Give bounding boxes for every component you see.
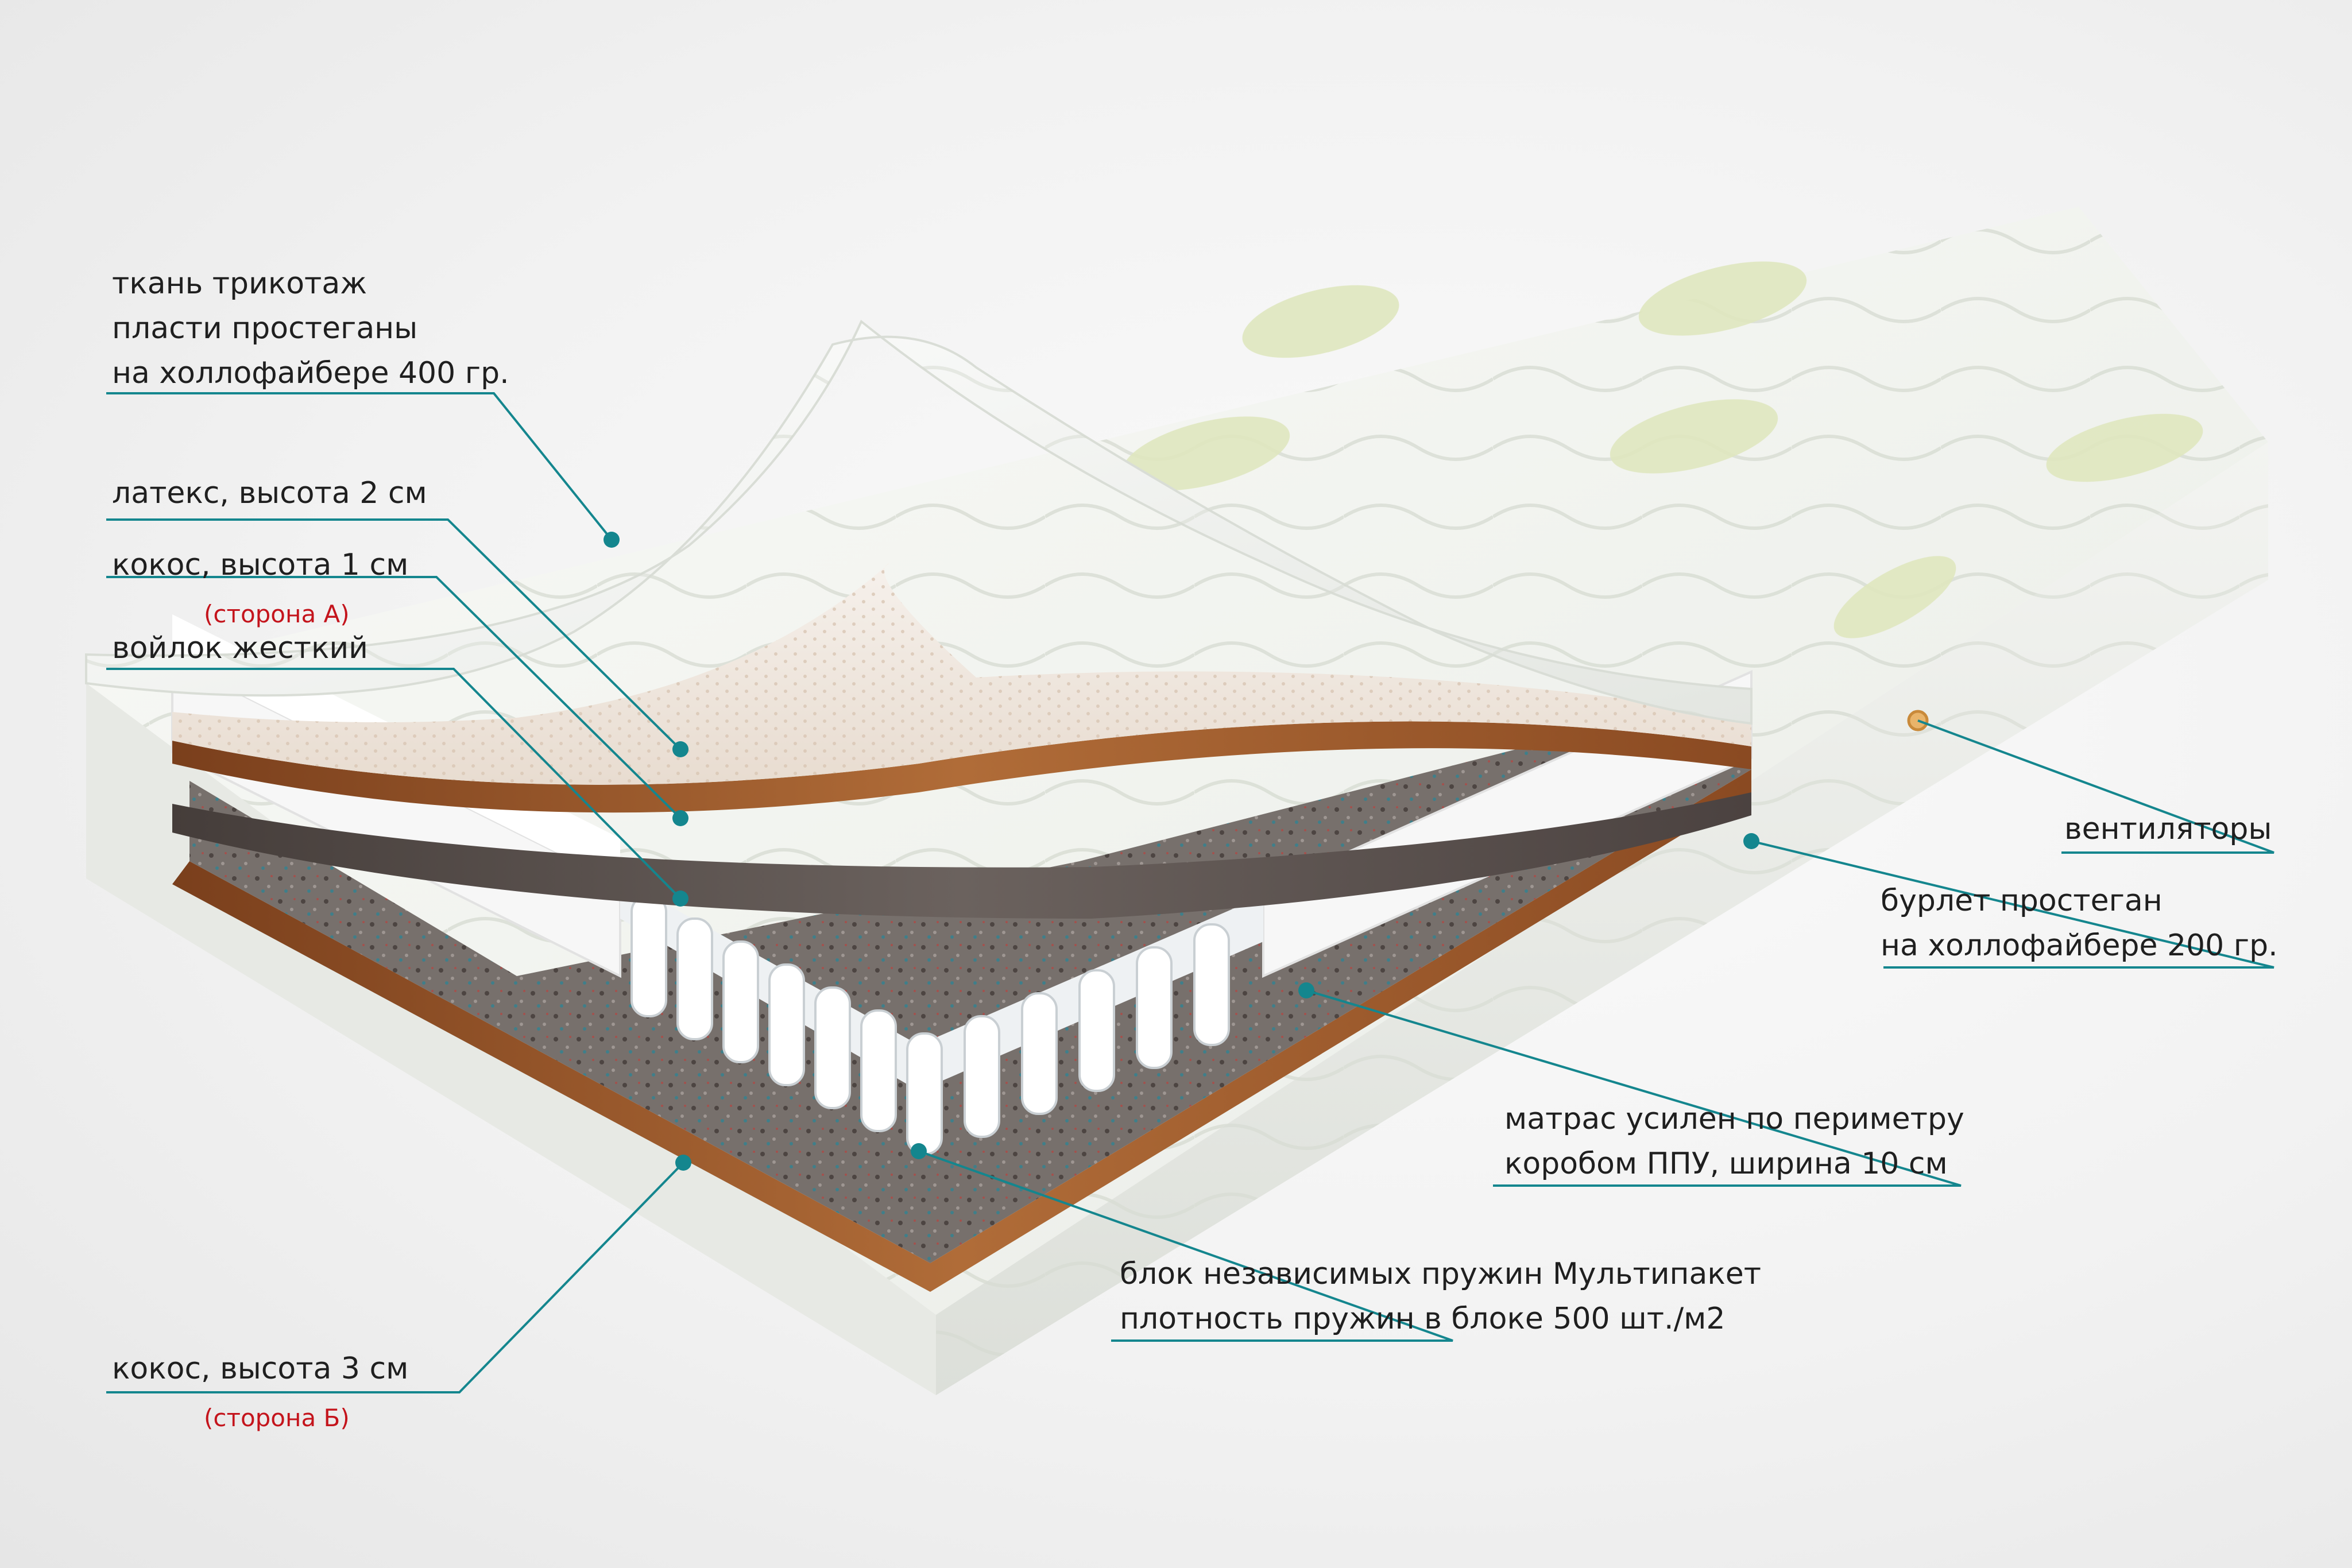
label-side-b: (сторона Б) — [204, 1401, 350, 1435]
label-felt-text: войлок жесткий — [112, 631, 368, 665]
label-border-line-2: на холлофайбере 200 гр. — [1881, 928, 2278, 963]
label-vents: вентиляторы — [2064, 807, 2272, 851]
label-coconut-bottom-text: кокос, высота 3 см — [112, 1352, 409, 1386]
label-side-a: (сторона А) — [204, 597, 350, 632]
mattress-side-right-quilting — [936, 442, 2268, 1395]
label-coconut-top-text: кокос, высота 1 см — [112, 548, 409, 582]
fabric-flap-quilting — [86, 322, 1751, 723]
leader-lines — [106, 392, 2274, 1393]
label-foam-frame: матрас усилен по периметру коробом ППУ, … — [1504, 1097, 1964, 1186]
label-springs: блок независимых пружин Мультипакет плот… — [1120, 1252, 1761, 1341]
felt-layer — [172, 792, 1751, 919]
label-felt: войлок жесткий — [112, 626, 368, 671]
label-side-b-text: (сторона Б) — [204, 1404, 350, 1432]
label-border: бурлет простеган на холлофайбере 200 гр. — [1881, 878, 2278, 968]
cutaway-coconut-bottom — [172, 769, 1751, 1292]
label-fabric-line-2: пласти простеганы — [112, 311, 418, 346]
label-border-line-1: бурлет простеган — [1881, 884, 2163, 918]
coconut-top-layer — [172, 721, 1751, 813]
label-coconut-bottom: кокос, высота 3 см — [112, 1346, 408, 1391]
label-fabric: ткань трикотаж пласти простеганы на холл… — [112, 261, 509, 396]
label-springs-line-2: плотность пружин в блоке 500 шт./м2 — [1120, 1302, 1726, 1336]
label-foam-frame-line-1: матрас усилен по периметру — [1504, 1102, 1964, 1136]
label-fabric-line-1: ткань трикотаж — [112, 266, 368, 301]
label-latex-text: латекс, высота 2 см — [112, 476, 427, 510]
leaf-prints — [1121, 261, 2203, 638]
spring-block — [620, 878, 1263, 1155]
label-vents-text: вентиляторы — [2064, 812, 2272, 846]
latex-perforation — [172, 563, 1751, 785]
label-latex: латекс, высота 2 см — [112, 471, 427, 516]
cutaway-felt-bottom — [189, 689, 1751, 1263]
label-side-a-text: (сторона А) — [204, 600, 350, 628]
label-foam-frame-line-2: коробом ППУ, ширина 10 см — [1504, 1147, 1948, 1181]
label-coconut-top: кокос, высота 1 см — [112, 543, 408, 587]
label-fabric-line-3: на холлофайбере 400 гр. — [112, 356, 509, 390]
leader-dots — [604, 532, 1759, 1171]
label-springs-line-1: блок независимых пружин Мультипакет — [1120, 1257, 1762, 1291]
